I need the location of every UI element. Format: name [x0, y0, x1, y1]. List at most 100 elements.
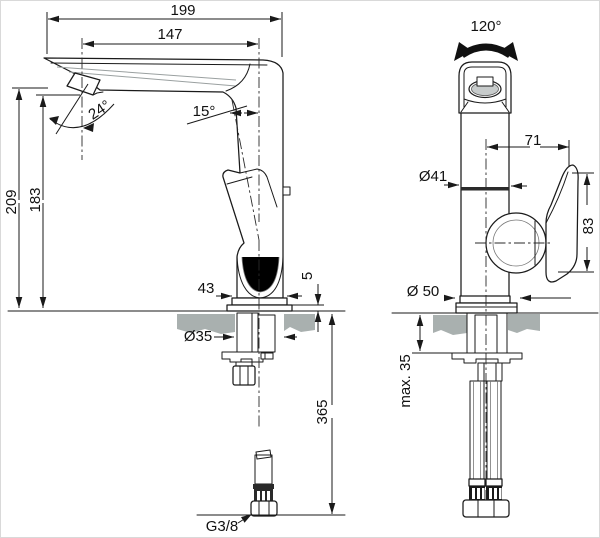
spout-mouth-arc: [463, 98, 507, 104]
centerlines-side: [81, 38, 260, 428]
aerator-tab: [476, 76, 494, 87]
dim-body-depth: 43: [198, 280, 302, 300]
dim-max-thickness: max. 35: [397, 315, 452, 408]
dim-hole-diameter-label: Ø35: [184, 328, 212, 345]
leader-line: [237, 513, 253, 524]
side-view: 199 147 24° 15° 209: [3, 2, 346, 535]
hose-tube: [486, 380, 502, 480]
hose-rib-slit: [472, 488, 475, 499]
hose-band: [485, 478, 503, 487]
dim-spout-reach: 147: [83, 26, 258, 48]
dim-base-diameter: Ø 50: [407, 283, 571, 302]
faucet-front: [455, 61, 579, 314]
base-collar: [459, 295, 511, 304]
dim-overall-height: 209: [3, 87, 48, 308]
countertop-section: [177, 314, 235, 334]
clamp-plate: [451, 352, 523, 364]
dim-max-thickness-label: max. 35: [397, 354, 414, 407]
hose-rib-slit: [499, 488, 502, 499]
hose-fitting: [477, 362, 503, 382]
arrowhead: [49, 116, 59, 125]
dim-outlet-height-label: 183: [27, 187, 44, 212]
spout-shoulder: [460, 101, 469, 113]
swivel-indicator: 120°: [454, 18, 518, 61]
body-column: [460, 112, 510, 304]
angle-reference-line: [186, 105, 248, 125]
dim-spout-reach-label: 147: [157, 26, 182, 43]
body-shoulder-edge: [239, 168, 278, 208]
base-cup-inner: [241, 256, 280, 293]
handle-knob-step: [92, 91, 104, 96]
hose-tube: [469, 380, 485, 480]
dim-swivel-angle-label: 120°: [470, 18, 501, 35]
dim-handle-angle-label: 24°: [85, 97, 113, 124]
hose-rib-slit: [494, 488, 497, 499]
spout-top-line: [50, 62, 268, 66]
hose-rib-slit: [482, 488, 485, 499]
dim-handle-height-label: 83: [580, 218, 597, 235]
dim-body-depth-label: 43: [198, 280, 215, 297]
connection-thread-label: G3/8: [206, 518, 239, 535]
countertop-front: [391, 312, 599, 335]
dim-spout-tilt-label: 15°: [193, 103, 216, 120]
dim-spout-tilt: 15°: [186, 103, 258, 125]
front-view: 120° 71 Ø41 83 Ø 50: [391, 18, 599, 518]
spout-front-rim: [463, 66, 507, 108]
countertop-side: [7, 310, 346, 334]
countertop-section: [284, 314, 315, 332]
spout-contour: [68, 71, 237, 87]
dim-hose-length: 365: [314, 314, 336, 514]
dim-handle-offset-label: 71: [525, 132, 542, 149]
threaded-shank: [236, 312, 253, 353]
dim-base-plate-thickness: 5: [292, 272, 324, 332]
centerline: [231, 99, 260, 241]
dim-base-plate-thickness-label: 5: [299, 272, 316, 280]
countertop-section: [433, 315, 467, 335]
wedge-notch: [261, 333, 271, 351]
centerlines-front: [475, 139, 551, 500]
arrowhead: [454, 42, 472, 61]
body-shoulder-inner: [226, 176, 253, 185]
hose-rib-slit: [262, 491, 265, 501]
dim-overall-width-label: 199: [170, 2, 195, 19]
hose-band: [253, 484, 274, 489]
base-plate: [455, 302, 518, 314]
dim-base-diameter-label: Ø 50: [407, 283, 440, 300]
dim-hole-diameter: Ø35: [184, 328, 297, 345]
dim-hose-length-label: 365: [314, 399, 331, 424]
dim-overall-height-label: 209: [3, 189, 20, 214]
dim-outlet-height: 183: [27, 94, 80, 308]
side-seam-clip: [282, 186, 291, 196]
hose-band: [468, 478, 486, 487]
dim-handle-offset: 71: [487, 132, 570, 166]
spout-opening-arc: [225, 63, 251, 92]
dim-body-diameter: Ø41: [419, 168, 527, 190]
mounting-side: [221, 312, 276, 386]
arrowhead: [500, 42, 518, 61]
hose-rib-slit: [267, 491, 270, 501]
handle-lever-inner: [545, 171, 569, 224]
spout-shoulder: [501, 101, 510, 113]
dim-overall-width: 199: [46, 2, 283, 57]
hose-nut: [250, 500, 278, 517]
hose-rib-slit: [489, 488, 492, 499]
faucet-side: [43, 57, 293, 312]
base-collar: [231, 297, 288, 306]
body-seam: [461, 187, 509, 191]
dim-handle-height: 83: [558, 172, 597, 273]
hose-rib-slit: [257, 491, 260, 501]
mounting-nut: [232, 365, 256, 386]
spout-contour: [56, 66, 237, 81]
base-plate: [226, 304, 293, 312]
mounting-front: [451, 312, 523, 518]
hose-nut: [462, 499, 510, 518]
dim-body-diameter-label: Ø41: [419, 168, 447, 185]
handle-knob: [66, 72, 101, 96]
label-connection-thread: G3/8: [206, 513, 253, 535]
clamp-clip: [260, 352, 274, 360]
arrowhead: [83, 123, 94, 132]
supply-hose-side: [196, 449, 346, 517]
handle-lever: [545, 164, 579, 283]
countertop-section: [508, 314, 540, 333]
